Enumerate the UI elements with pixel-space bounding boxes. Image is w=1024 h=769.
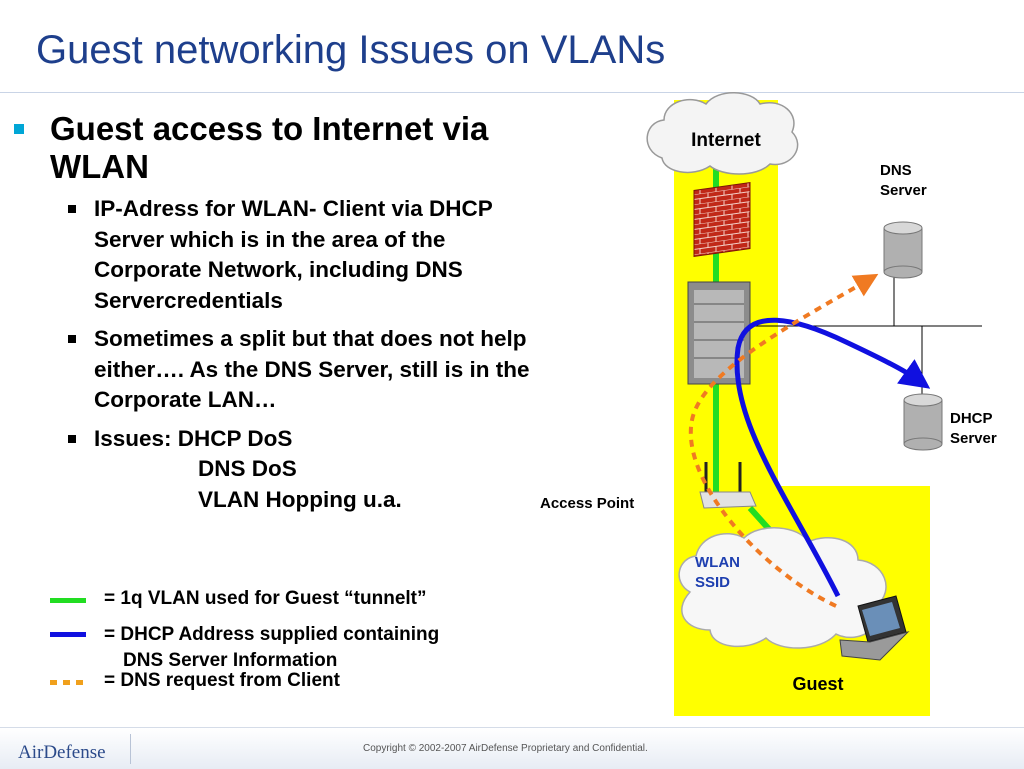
bullet-square-icon: [68, 434, 76, 443]
internet-cloud: [646, 92, 799, 175]
sub-bullet: Sometimes a split but that does not help…: [66, 324, 554, 416]
legend-dns-text: = DNS request from Client: [104, 670, 340, 691]
dns-server-label-2: Server: [880, 182, 927, 199]
footer-bar: AirDefense Copyright © 2002-2007 AirDefe…: [0, 727, 1024, 769]
laptop-icon: [839, 595, 910, 661]
guest-label: Guest: [792, 674, 843, 694]
legend-dhcp-text: = DHCP Address supplied containing: [104, 624, 440, 645]
dhcp-server-label-1: DHCP: [950, 410, 993, 427]
internet-label: Internet: [691, 130, 761, 151]
access-point-label: Access Point: [540, 495, 634, 512]
sub-bullet-issues: Issues: DHCP DoS DNS DoS VLAN Hopping u.a.: [66, 424, 554, 516]
blue-line-swatch: [50, 632, 86, 637]
slide-title: Guest networking Issues on VLANs: [36, 28, 666, 72]
wlan-label-2: SSID: [695, 574, 730, 591]
bullet-square-icon: [14, 124, 24, 134]
legend-vlan-text: = 1q VLAN used for Guest “tunnelt”: [104, 588, 427, 609]
wlan-label-1: WLAN: [695, 554, 740, 571]
firewall-icon: [693, 182, 751, 258]
issues-line-3: VLAN Hopping u.a.: [198, 486, 402, 512]
main-bullet: Guest access to Internet via WLAN: [14, 110, 554, 186]
bullet-list: Guest access to Internet via WLAN IP-Adr…: [14, 110, 554, 523]
router-rack-icon: [687, 281, 751, 385]
bullet-square-icon: [68, 335, 76, 343]
sub-bullet-list: IP-Adress for WLAN- Client via DHCP Serv…: [14, 194, 554, 515]
issues-line-2: DNS DoS: [198, 456, 297, 481]
legend-dhcp-text-2: DNS Server Information: [123, 650, 338, 671]
footer-divider: [130, 734, 131, 764]
sub-bullet-text: IP-Adress for WLAN- Client via DHCP Serv…: [94, 196, 493, 313]
bullet-square-icon: [68, 205, 76, 213]
wlan-cloud: [678, 527, 887, 649]
sub-bullet-text: Sometimes a split but that does not help…: [94, 326, 530, 412]
main-bullet-text: Guest access to Internet via WLAN: [50, 110, 489, 185]
issues-label: Issues: DHCP DoS: [94, 425, 293, 451]
orange-dotted-swatch: [50, 680, 86, 685]
airdefense-logo: AirDefense: [18, 742, 106, 763]
access-point-icon: [699, 462, 757, 509]
green-line-swatch: [50, 598, 86, 603]
sub-bullet: IP-Adress for WLAN- Client via DHCP Serv…: [66, 194, 554, 316]
copyright-text: Copyright © 2002-2007 AirDefense Proprie…: [363, 743, 648, 754]
dns-server-label-1: DNS: [880, 162, 912, 179]
title-divider: [0, 92, 1024, 93]
dhcp-server-icon: [903, 393, 943, 451]
dhcp-path-arrow: [734, 317, 931, 598]
dhcp-server-label-2: Server: [950, 430, 997, 447]
dns-request-arrow: [688, 273, 879, 608]
dns-server-icon: [883, 221, 923, 279]
